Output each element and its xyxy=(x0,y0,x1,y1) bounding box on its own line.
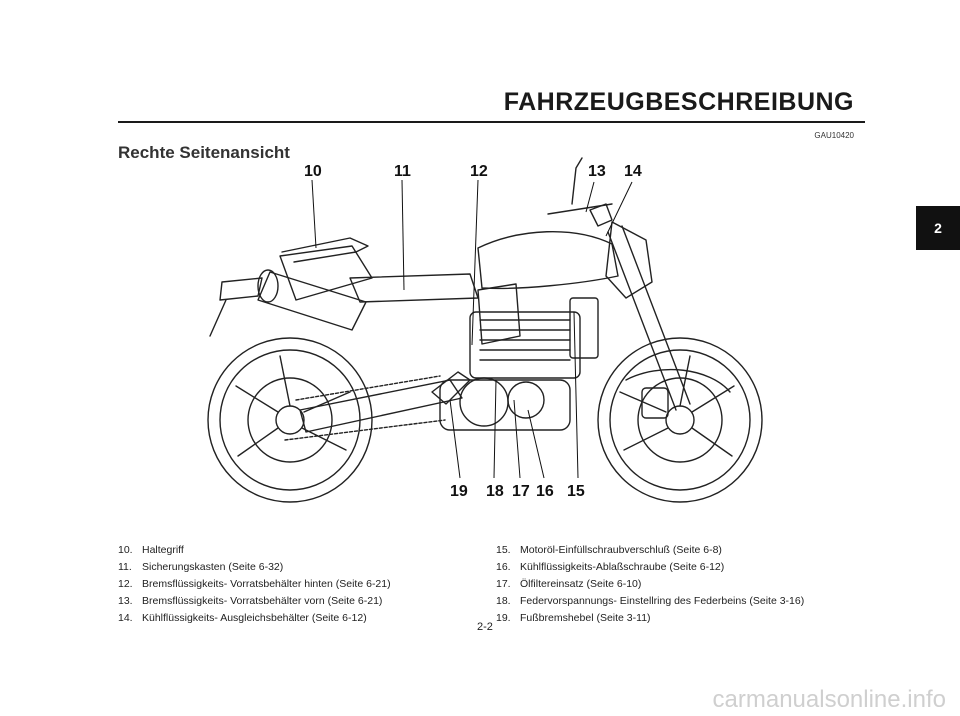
section-title: Rechte Seitenansicht xyxy=(118,143,290,162)
leader-11 xyxy=(401,179,405,291)
chain-drawing xyxy=(284,375,446,441)
legend-text: Ölfiltereinsatz (Seite 6-10) xyxy=(520,578,642,590)
engine-drawing xyxy=(439,311,581,431)
swingarm-drawing xyxy=(299,379,463,433)
leader-10 xyxy=(311,179,317,249)
fuel-tank-drawing xyxy=(477,231,619,290)
grab-handle-drawing xyxy=(281,237,369,263)
leader-18 xyxy=(493,379,497,479)
callout-14: 14 xyxy=(624,163,642,180)
legend-text: Motoröl-Einfüllschraubverschluß (Seite 6… xyxy=(520,544,722,556)
legend-number: 13. xyxy=(118,595,133,607)
legend-text: Federvorspannungs- Einstellring des Fede… xyxy=(520,595,805,607)
leader-16 xyxy=(527,409,545,479)
legend-left: 10. Haltegriff 11. Sicherungskasten (Seite… xyxy=(118,542,391,627)
callout-18: 18 xyxy=(486,483,504,500)
legend-item: 16. Kühlflüssigkeits-Ablaßschraube (Seite… xyxy=(496,559,804,576)
legend-number: 19. xyxy=(496,612,511,624)
legend-item: 11. Sicherungskasten (Seite 6-32) xyxy=(118,559,391,576)
legend-text: Kühlflüssigkeits- Ausgleichsbehälter (Se… xyxy=(142,612,367,624)
legend-number: 10. xyxy=(118,544,133,556)
brake-pedal-drawing xyxy=(431,371,471,405)
legend-item: 15. Motoröl-Einfüllschraubverschluß (Seit… xyxy=(496,542,804,559)
legend-text: Haltegriff xyxy=(142,544,184,556)
legend-number: 11. xyxy=(118,561,132,573)
leader-19 xyxy=(449,399,461,479)
legend-number: 17. xyxy=(496,578,511,590)
exhaust-drawing xyxy=(257,271,367,331)
legend-right: 15. Motoröl-Einfüllschraubverschluß (Seit… xyxy=(496,542,804,627)
front-fork-drawing xyxy=(607,225,691,411)
watermark: carmanualsonline.info xyxy=(712,686,946,713)
legend-text: Sicherungskasten (Seite 6-32) xyxy=(142,561,284,573)
callout-16: 16 xyxy=(536,483,554,500)
front-wheel-drawing xyxy=(597,337,763,503)
legend-number: 12. xyxy=(118,578,133,590)
legend-item: 17. Ölfiltereinsatz (Seite 6-10) xyxy=(496,576,804,593)
legend-number: 18. xyxy=(496,595,511,607)
legend-text: Kühlflüssigkeits-Ablaßschraube (Seite 6-… xyxy=(520,561,725,573)
legend-text: Fußbremshebel (Seite 3-11) xyxy=(520,612,651,624)
leader-14 xyxy=(605,181,633,237)
callout-10: 10 xyxy=(304,163,322,180)
page-number: 2-2 xyxy=(477,621,493,633)
legend-text: Bremsflüssigkeits- Vorratsbehälter hinte… xyxy=(142,578,391,590)
legend-number: 14. xyxy=(118,612,133,624)
callout-15: 15 xyxy=(567,483,585,500)
callout-12: 12 xyxy=(470,163,488,180)
legend-item: 12. Bremsflüssigkeits- Vorratsbehälter hi… xyxy=(118,576,391,593)
leader-12 xyxy=(471,179,479,346)
tail-drawing xyxy=(279,245,373,301)
header-rule xyxy=(118,121,865,123)
legend-number: 15. xyxy=(496,544,511,556)
radiator-drawing xyxy=(569,297,599,359)
leader-17 xyxy=(513,399,521,479)
legend-text: Bremsflüssigkeits- Vorratsbehälter vorn … xyxy=(142,595,383,607)
legend-item: 19. Fußbremshebel (Seite 3-11) xyxy=(496,610,804,627)
chapter-tab[interactable]: 2 xyxy=(916,206,960,250)
rear-wheel-drawing xyxy=(207,337,373,503)
page-header-title: FAHRZEUGBESCHREIBUNG xyxy=(503,88,854,116)
legend-item: 10. Haltegriff xyxy=(118,542,391,559)
callout-17: 17 xyxy=(512,483,530,500)
legend-item: 18. Federvorspannungs- Einstellring des F… xyxy=(496,593,804,610)
callout-11: 11 xyxy=(394,163,411,180)
callout-13: 13 xyxy=(588,163,606,180)
leader-15 xyxy=(573,311,579,479)
legend-item: 13. Bremsflüssigkeits- Vorratsbehälter vo… xyxy=(118,593,391,610)
legend-item: 14. Kühlflüssigkeits- Ausgleichsbehälter … xyxy=(118,610,391,627)
leader-13 xyxy=(585,181,595,213)
legend-number: 16. xyxy=(496,561,511,573)
callout-19: 19 xyxy=(450,483,468,500)
document-code: GAU10420 xyxy=(814,131,854,140)
